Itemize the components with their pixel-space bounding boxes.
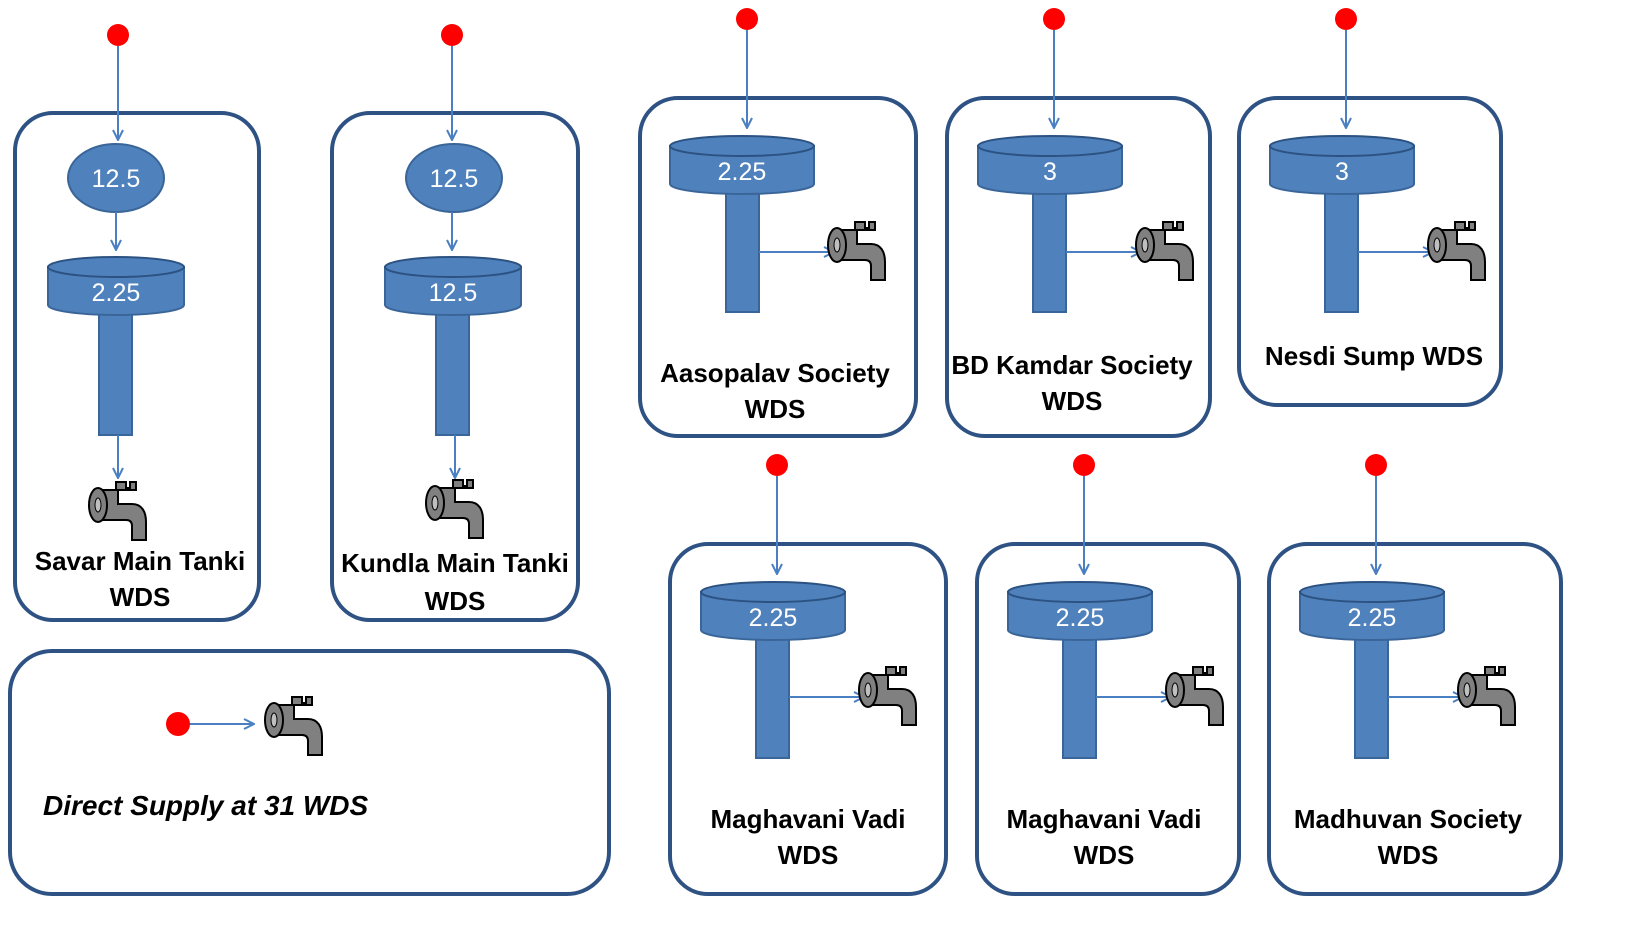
red-dot-icon xyxy=(766,454,788,476)
system-label-maghavani-1-line2: WDS xyxy=(778,840,839,870)
tank-aasopalav xyxy=(669,145,815,195)
red-dot-icon xyxy=(1073,454,1095,476)
tank-capacity-label: 2.25 xyxy=(92,279,141,307)
sump-capacity-savar: 12.5 xyxy=(92,165,141,193)
direct-supply-label: Direct Supply at 31 WDS xyxy=(43,790,369,821)
tank-savar xyxy=(47,266,185,316)
tank-column-madhuvan xyxy=(1354,637,1389,759)
system-label-maghavani-1: Maghavani Vadi xyxy=(710,804,905,834)
system-label-aasopalav: Aasopalav Society xyxy=(660,358,890,388)
system-maghavani-1: 2.25 Maghavani Vadi WDS xyxy=(668,454,948,896)
tank-madhuvan xyxy=(1299,591,1445,641)
tank-capacity-kundla: 12.5 xyxy=(429,279,478,307)
tank-kundla xyxy=(384,266,522,316)
tank-column-savar xyxy=(98,306,133,436)
tank-column-maghavani-2 xyxy=(1062,637,1097,759)
system-label-bdkamdar-line2: WDS xyxy=(1042,386,1103,416)
red-dot-icon xyxy=(1335,8,1357,30)
tank-capacity-madhuvan: 2.25 xyxy=(1348,604,1397,632)
system-label-madhuvan-line2: WDS xyxy=(1378,840,1439,870)
tank-nesdi xyxy=(1269,145,1415,195)
tank-column-bdkamdar xyxy=(1032,191,1067,313)
tank-capacity-maghavani-1: 2.25 xyxy=(749,604,798,632)
system-label-savar: Savar Main Tanki xyxy=(35,546,246,576)
system-label-madhuvan: Madhuvan Society xyxy=(1294,804,1523,834)
tank-capacity-maghavani-2: 2.25 xyxy=(1056,604,1105,632)
red-dot-icon xyxy=(166,712,190,736)
system-label-bdkamdar: BD Kamdar Society xyxy=(951,350,1193,380)
red-dot-icon xyxy=(1043,8,1065,30)
system-aasopalav: 2.25 Aasopalav Society WDS xyxy=(638,8,918,438)
system-label-kundla: Kundla Main Tanki xyxy=(341,548,569,578)
tank-column-aasopalav xyxy=(725,191,760,313)
tank-column-maghavani-1 xyxy=(755,637,790,759)
direct-supply-box xyxy=(8,649,611,896)
system-kundla: 12.5 12.5 Kundla Main Tanki WDS xyxy=(330,24,580,622)
red-dot-icon xyxy=(736,8,758,30)
tank-capacity-nesdi: 3 xyxy=(1335,158,1349,186)
system-savar: 12.5 12.5 2.25 Savar Main Tanki WDS xyxy=(13,24,261,622)
tank-capacity-bdkamdar: 3 xyxy=(1043,158,1057,186)
sump-capacity-kundla: 12.5 xyxy=(430,165,479,193)
sump-kundla xyxy=(405,143,503,213)
system-label-nesdi: Nesdi Sump WDS xyxy=(1265,341,1483,371)
system-label-aasopalav-line2: WDS xyxy=(745,394,806,424)
direct-supply: Direct Supply at 31 WDS xyxy=(8,649,611,896)
tank-capacity-aasopalav: 2.25 xyxy=(718,158,767,186)
tank-column-kundla xyxy=(435,306,470,436)
red-dot-icon xyxy=(441,24,463,46)
system-box-savar xyxy=(13,111,261,622)
system-label-maghavani-2: Maghavani Vadi xyxy=(1006,804,1201,834)
system-madhuvan: 2.25 Madhuvan Society WDS xyxy=(1267,454,1563,896)
tank-column-nesdi xyxy=(1324,191,1359,313)
tank-maghavani-2 xyxy=(1007,591,1153,641)
system-label-maghavani-2-line2: WDS xyxy=(1074,840,1135,870)
system-label-kundla-line2: WDS xyxy=(425,586,486,616)
red-dot-icon xyxy=(1365,454,1387,476)
tank-bdkamdar xyxy=(977,145,1123,195)
system-maghavani-2: 2.25 Maghavani Vadi WDS xyxy=(975,454,1241,896)
system-label-savar-line2: WDS xyxy=(110,582,171,612)
system-bdkamdar: 3 BD Kamdar Society WDS xyxy=(945,8,1212,438)
red-dot-icon xyxy=(107,24,129,46)
tank-maghavani-1 xyxy=(700,591,846,641)
system-nesdi: 3 Nesdi Sump WDS xyxy=(1237,8,1503,407)
